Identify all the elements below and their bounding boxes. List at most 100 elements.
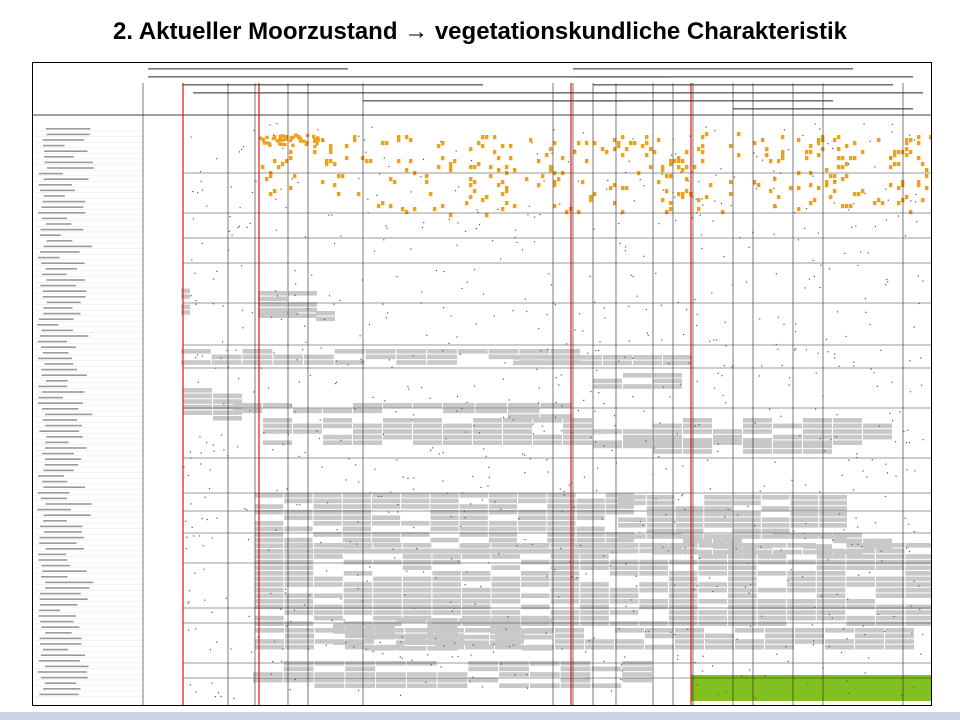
gray-cell bbox=[495, 628, 524, 633]
cover-value bbox=[731, 366, 733, 368]
gray-cell bbox=[728, 548, 757, 554]
gray-cell bbox=[345, 628, 374, 633]
dominance-cell bbox=[817, 138, 821, 143]
cover-value bbox=[183, 466, 185, 468]
gray-cell bbox=[646, 517, 675, 522]
cover-value bbox=[787, 660, 789, 662]
gray-cell bbox=[521, 582, 550, 587]
cover-value bbox=[602, 555, 605, 557]
species-label bbox=[41, 273, 67, 276]
cover-value bbox=[494, 501, 496, 503]
gray-cell bbox=[704, 511, 732, 517]
gray-cell bbox=[543, 355, 572, 360]
cover-value bbox=[209, 469, 211, 471]
cover-value bbox=[885, 463, 887, 465]
gray-cell bbox=[430, 515, 459, 520]
gray-cell bbox=[603, 355, 632, 360]
gray-cell bbox=[459, 521, 488, 526]
cover-value bbox=[191, 526, 193, 529]
gray-cell bbox=[443, 440, 472, 445]
cover-value bbox=[225, 597, 227, 599]
cover-value bbox=[461, 408, 463, 410]
dominance-cell bbox=[341, 174, 345, 179]
cover-value bbox=[754, 422, 756, 424]
cover-value bbox=[685, 309, 688, 311]
gray-cell bbox=[342, 537, 371, 543]
header-text bbox=[193, 92, 613, 94]
species-label bbox=[44, 363, 74, 365]
cover-value bbox=[587, 352, 589, 354]
dominance-cell bbox=[441, 141, 445, 146]
gray-cell bbox=[518, 521, 547, 526]
cover-value bbox=[516, 545, 518, 547]
cover-value bbox=[365, 151, 367, 153]
dominance-cell bbox=[613, 147, 617, 152]
gray-cell bbox=[668, 593, 698, 598]
gray-cell bbox=[432, 559, 461, 565]
cover-value bbox=[524, 538, 526, 541]
dominance-cell bbox=[289, 156, 293, 161]
gray-cell bbox=[591, 666, 622, 672]
species-label bbox=[40, 189, 75, 192]
cover-value bbox=[643, 255, 645, 257]
gray-cell bbox=[313, 521, 342, 526]
cover-value bbox=[304, 325, 306, 327]
cover-value bbox=[448, 218, 450, 221]
cover-value bbox=[482, 293, 484, 295]
cover-value bbox=[275, 229, 277, 231]
cover-value bbox=[773, 176, 776, 178]
header-text bbox=[148, 76, 668, 78]
cover-value bbox=[188, 601, 190, 603]
cover-value bbox=[711, 665, 714, 667]
gray-cell bbox=[863, 538, 892, 544]
cover-value bbox=[794, 330, 797, 333]
gray-cell bbox=[427, 360, 457, 365]
gray-cell bbox=[181, 294, 190, 299]
species-label bbox=[43, 245, 92, 248]
gray-cell bbox=[255, 576, 284, 582]
gray-cell bbox=[743, 438, 772, 443]
cover-value bbox=[745, 676, 747, 678]
cover-value bbox=[583, 476, 585, 478]
cover-value bbox=[777, 348, 779, 350]
dominance-cell bbox=[845, 204, 849, 209]
gray-cell bbox=[761, 517, 790, 522]
gray-cell bbox=[503, 418, 532, 423]
cover-value bbox=[574, 149, 576, 151]
cover-value bbox=[828, 613, 831, 616]
cover-value bbox=[598, 392, 600, 394]
gray-cell bbox=[406, 683, 437, 688]
dominance-cell bbox=[337, 174, 341, 179]
gray-cell bbox=[646, 500, 675, 506]
cover-value bbox=[604, 317, 606, 319]
cover-value bbox=[435, 269, 437, 272]
dominance-cell bbox=[925, 168, 929, 173]
cover-value bbox=[498, 553, 500, 555]
gray-cell bbox=[825, 628, 854, 633]
cover-value bbox=[493, 651, 495, 653]
dominance-cell bbox=[305, 140, 309, 145]
gray-cell bbox=[787, 571, 816, 576]
cover-value bbox=[745, 281, 748, 283]
dominance-cell bbox=[729, 180, 733, 185]
cover-value bbox=[443, 645, 445, 647]
cover-value bbox=[593, 228, 595, 230]
cover-value bbox=[906, 469, 908, 471]
dominance-cell bbox=[325, 162, 329, 167]
gray-cell bbox=[609, 610, 639, 615]
dominance-cell bbox=[413, 207, 417, 212]
cover-value bbox=[358, 135, 360, 137]
gray-cell bbox=[365, 354, 396, 360]
cover-value bbox=[913, 326, 915, 328]
gray-cell bbox=[459, 509, 488, 515]
cover-value bbox=[563, 494, 565, 496]
cover-value bbox=[343, 619, 345, 621]
gray-cell bbox=[773, 443, 802, 449]
gray-cell bbox=[488, 498, 518, 504]
cover-value bbox=[761, 159, 764, 161]
gray-cell bbox=[284, 565, 314, 570]
dominance-cell bbox=[857, 192, 861, 197]
species-label bbox=[40, 620, 74, 623]
cover-value bbox=[238, 225, 240, 227]
gray-cell bbox=[255, 493, 284, 498]
